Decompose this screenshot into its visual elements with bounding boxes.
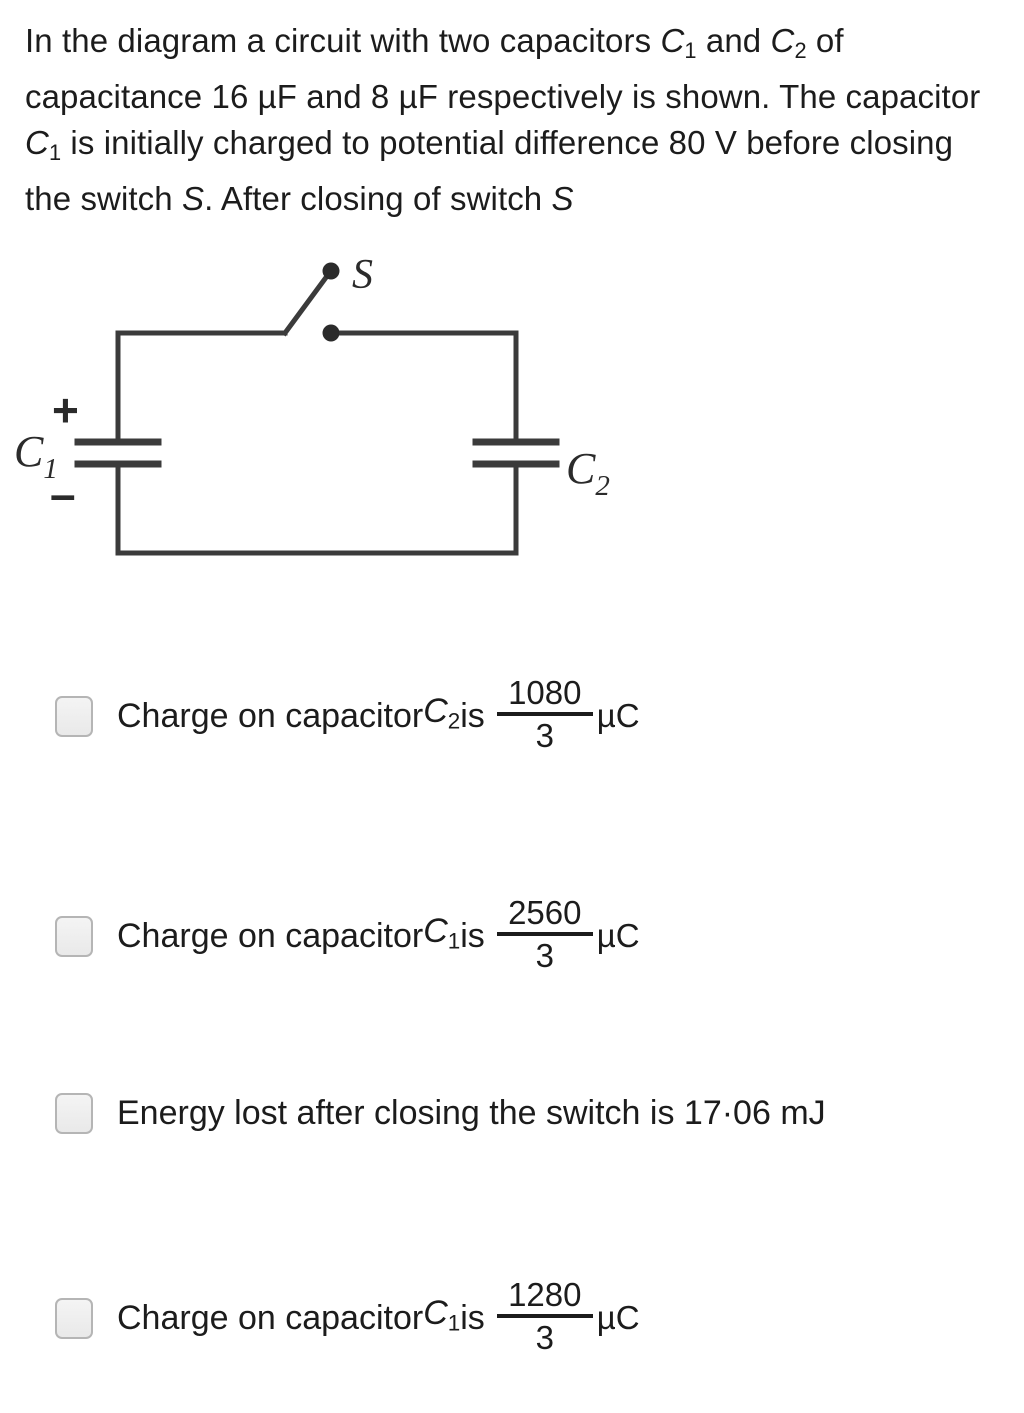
option-mid-text: is [460,917,485,955]
switch-label: S [352,252,373,298]
option-lead-text: Charge on capacitor [117,1299,424,1337]
variable-letter: C [770,22,795,59]
capacitor-c2-label: C2 [566,444,610,502]
fraction-bar [496,932,593,936]
fraction-numerator: 1080 [508,674,582,711]
question-text-part-1: In the diagram a circuit with two capaci… [25,22,661,59]
option-variable: C1 [423,910,460,962]
option-text: Energy lost after closing the switch is … [117,1092,826,1134]
capacitor-c1-label: C1 [14,427,58,485]
option-row[interactable]: Charge on capacitor C1 is 1280 3 µC [55,1276,995,1356]
circuit-diagram: S C1 C2 + – [0,240,660,590]
option-variable: C1 [423,1292,460,1344]
variable-subscript: 1 [447,1310,461,1336]
option-row[interactable]: Energy lost after closing the switch is … [55,1092,995,1134]
variable-subscript: 2 [447,708,461,734]
question-statement: In the diagram a circuit with two capaci… [25,18,990,222]
option-text: Charge on capacitor C1 is 1280 3 µC [117,1276,640,1356]
fraction-denominator: 3 [535,1319,554,1356]
variable-letter: C [423,1293,448,1332]
variable-subscript: 1 [48,140,62,166]
unit-label: µC [596,1299,640,1336]
fraction: 1080 3 [496,674,593,754]
variable-c1-inline-1: C1 [660,22,696,63]
option-checkbox[interactable] [55,915,93,957]
option-variable: C2 [423,690,460,742]
unit-label: µC [596,917,640,954]
fraction-bar [496,712,593,716]
polarity-plus-label: + [52,384,79,436]
option-lead-text: Charge on capacitor [117,917,424,955]
fraction: 2560 3 [496,894,593,974]
variable-letter: C [25,124,49,162]
fraction-denominator: 3 [535,717,554,754]
option-text: Charge on capacitor C2 is 1080 3 µC [117,674,640,754]
option-checkbox[interactable] [55,1297,93,1339]
option-text: Charge on capacitor C1 is 2560 3 µC [117,894,640,974]
fraction-bar [496,1314,593,1318]
variable-s-inline-2: S [551,180,574,218]
variable-subscript: 2 [794,38,807,64]
unit-label: µC [596,697,640,734]
question-text-part-4: is initially charged to potential differ… [25,124,954,218]
switch-upper-terminal-dot [322,262,340,280]
switch-blade [281,268,334,337]
option-checkbox[interactable] [55,695,93,737]
option-checkbox[interactable] [55,1092,93,1134]
fraction-numerator: 2560 [508,894,582,931]
polarity-minus-label: – [50,468,76,520]
switch-lower-terminal-dot [322,324,340,342]
variable-subscript: 1 [447,928,461,954]
fraction-numerator: 1280 [508,1276,582,1313]
question-text-part-5: . After closing of switch [204,180,552,218]
variable-subscript: 1 [684,38,697,64]
option-row[interactable]: Charge on capacitor C2 is 1080 3 µC [55,674,995,754]
option-row[interactable]: Charge on capacitor C1 is 2560 3 µC [55,894,995,974]
option-lead-text: Charge on capacitor [117,697,424,735]
fraction-denominator: 3 [535,937,554,974]
variable-letter: C [423,911,448,950]
option-mid-text: is [460,697,485,735]
variable-s-inline-1: S [182,180,205,218]
variable-c2-inline-1: C2 [770,22,807,63]
fraction: 1280 3 [496,1276,593,1356]
option-mid-text: is [460,1299,485,1337]
variable-letter: C [423,691,448,730]
variable-c1-inline-2: C1 [25,124,61,165]
question-text-part-3: of capacitance 16 µF and 8 µF respective… [25,22,981,116]
option-lead-text: Energy lost after closing the switch is … [117,1094,826,1132]
variable-letter: C [660,22,685,59]
question-text-part-2: and [696,22,771,59]
